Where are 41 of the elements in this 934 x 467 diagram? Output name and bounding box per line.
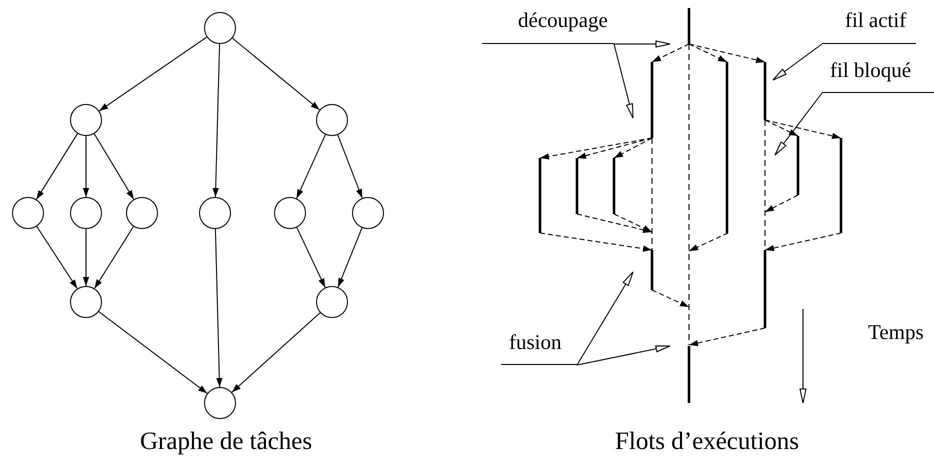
task-circle bbox=[126, 197, 158, 229]
callout-label: fil actif bbox=[845, 10, 906, 31]
leader-line bbox=[774, 92, 822, 156]
arrow bbox=[94, 133, 134, 200]
panel-caption: Flots d’exécutions bbox=[615, 429, 800, 454]
callout-label: fusion bbox=[509, 332, 562, 353]
leader-line bbox=[576, 272, 634, 366]
arrow bbox=[296, 226, 326, 288]
arrow bbox=[232, 38, 320, 110]
task-circle bbox=[70, 104, 102, 136]
task-circle bbox=[199, 197, 231, 229]
arrow bbox=[98, 36, 208, 112]
arrow bbox=[231, 312, 321, 393]
task-circle bbox=[70, 197, 102, 229]
leader-line bbox=[614, 44, 634, 118]
task-circle bbox=[352, 197, 384, 229]
arrow bbox=[338, 227, 362, 288]
arrow bbox=[337, 134, 363, 199]
task-circle bbox=[316, 286, 348, 318]
leader-line bbox=[576, 345, 670, 366]
task-circle bbox=[274, 197, 306, 229]
leader-line bbox=[772, 44, 822, 80]
arrow bbox=[214, 228, 222, 388]
task-circle bbox=[70, 286, 102, 318]
task-circle bbox=[12, 197, 44, 229]
arrow bbox=[82, 136, 90, 198]
task-circle bbox=[316, 104, 348, 136]
arrow bbox=[98, 311, 208, 394]
arrow bbox=[82, 228, 90, 286]
arrow bbox=[296, 134, 326, 199]
axis-label: Temps bbox=[868, 322, 924, 343]
leader-line bbox=[614, 40, 670, 48]
arrow bbox=[212, 44, 220, 198]
panel-caption: Graphe de tâches bbox=[140, 429, 312, 454]
task-circle bbox=[204, 12, 236, 44]
arrow bbox=[94, 226, 134, 289]
arrow bbox=[36, 133, 78, 200]
task-circle bbox=[204, 387, 236, 419]
callout-label: découpage bbox=[518, 10, 608, 31]
arrow bbox=[36, 226, 78, 290]
callout-label: fil bloqué bbox=[830, 60, 912, 81]
